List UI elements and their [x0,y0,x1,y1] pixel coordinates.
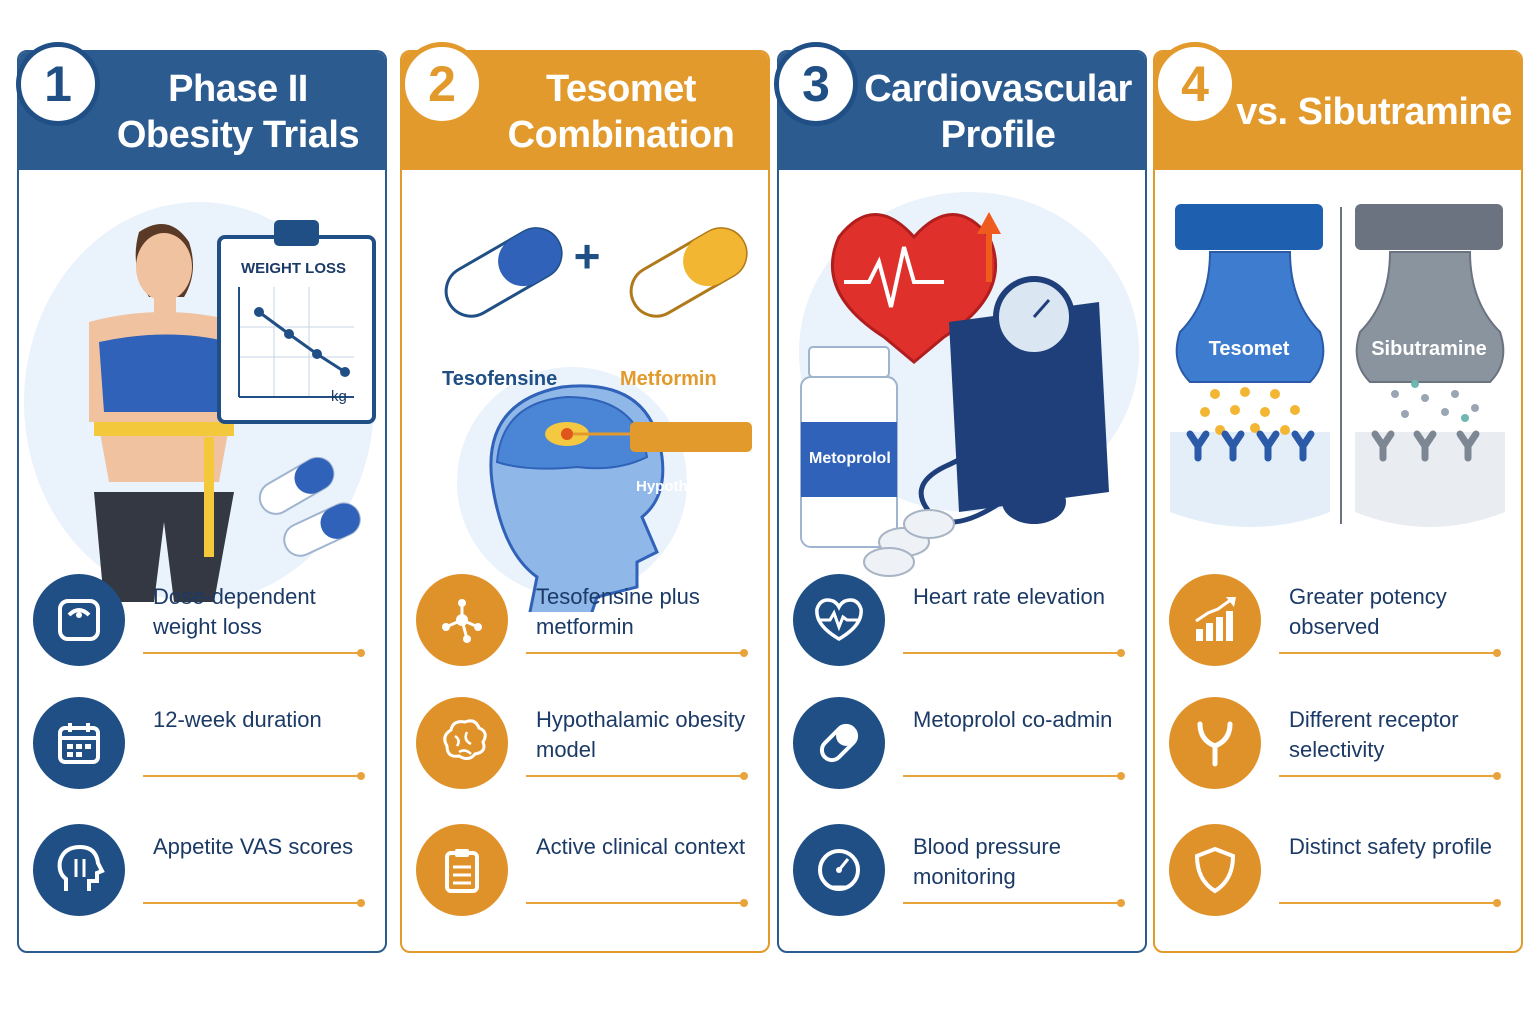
feature-text: Tesofensine plus metformin [536,584,700,639]
divider [903,649,1125,657]
panel-header: Cardiovascular Profile [779,52,1145,170]
tag-sibutramine: Sibutramine [1371,338,1487,360]
divider [903,899,1125,907]
appetite-head-icon [33,824,125,916]
feature-text: Heart rate elevation [913,584,1105,609]
divider [903,772,1125,780]
pill-icon [793,697,885,789]
brain-icon [416,697,508,789]
hypothalamus-label: Hypothalamus [636,478,740,495]
feature-text: Dose-dependent weight loss [153,584,316,639]
feature-item: Heart rate elevation [793,574,1133,684]
step-number-badge: 3 [774,42,858,126]
drug-label-metformin: Metformin [620,368,717,390]
feature-text: Greater potency observed [1289,584,1447,639]
step-number-badge: 2 [400,42,484,126]
feature-text: Appetite VAS scores [153,834,354,859]
bar-growth-icon [1169,574,1261,666]
feature-item: Metoprolol co-admin [793,697,1133,807]
panel-cardiovascular: Cardiovascular Profile Metoprolol Heart [777,50,1147,953]
tesomet-illustration: + Tesofensine Metformin Hypothalamus [402,172,768,629]
panel-title: Phase II Obesity Trials [116,68,360,156]
molecule-icon [416,574,508,666]
panel-title: Cardiovascular Profile [864,68,1132,156]
gauge-icon [793,824,885,916]
divider [526,899,748,907]
divider [143,772,365,780]
feature-item: Dose-dependent weight loss [33,574,373,684]
clipboard-icon [416,824,508,916]
step-number-badge: 4 [1153,42,1237,126]
heart-pulse-icon [793,574,885,666]
receptor-icon [1169,697,1261,789]
feature-item: Different receptor selectivity [1169,697,1509,807]
drug-label-tesofensine: Tesofensine [442,368,558,390]
divider [1279,772,1501,780]
feature-text: Metoprolol co-admin [913,707,1113,732]
feature-item: Appetite VAS scores [33,824,373,934]
feature-item: Distinct safety profile [1169,824,1509,934]
heart-bp-cuff-icon [799,192,1139,577]
feature-text: Active clinical context [536,834,746,859]
calendar-icon [33,697,125,789]
panel-title: Tesomet Combination [507,68,735,156]
weight-loss-illustration: WEIGHT LOSS kg [19,172,385,612]
divider [143,649,365,657]
feature-item: Tesofensine plus metformin [416,574,756,684]
scale-icon [33,574,125,666]
divider [1279,899,1501,907]
svg-text:+: + [574,230,601,282]
chart-unit: kg [331,388,347,405]
synapse-comparison-illustration: Tesomet Sibutramine [1155,172,1521,612]
cardiovascular-illustration: Metoprolol [779,172,1145,612]
divider [526,649,748,657]
tag-tesomet: Tesomet [1208,338,1290,360]
panel-title: vs. Sibutramine [1236,91,1512,133]
panel-vs-sibutramine: vs. Sibutramine Tesomet Sibutramine Grea… [1153,50,1523,953]
capsules-brain-icon: + [444,227,752,629]
feature-item: Active clinical context [416,824,756,934]
panel-tesomet: Tesomet Combination + Tesofensine Metfor… [400,50,770,953]
feature-text: Hypothalamic obesity model [536,707,746,762]
feature-text: Blood pressure monitoring [913,834,1061,889]
feature-text: Different receptor selectivity [1289,707,1459,762]
panel-phase-ii: Phase II Obesity Trials [17,50,387,953]
woman-measuring-waist-icon [24,202,376,602]
bottle-label: Metoprolol [809,450,891,467]
divider [526,772,748,780]
shield-icon [1169,824,1261,916]
divider [143,899,365,907]
divider [1279,649,1501,657]
feature-item: Blood pressure monitoring [793,824,1133,934]
feature-text: 12-week duration [153,707,322,732]
feature-item: Hypothalamic obesity model [416,697,756,807]
synapse-comparison-icon [1170,204,1505,527]
step-number-badge: 1 [16,42,100,126]
feature-text: Distinct safety profile [1289,834,1492,859]
chart-title: WEIGHT LOSS [241,260,346,277]
feature-item: Greater potency observed [1169,574,1509,684]
feature-item: 12-week duration [33,697,373,807]
